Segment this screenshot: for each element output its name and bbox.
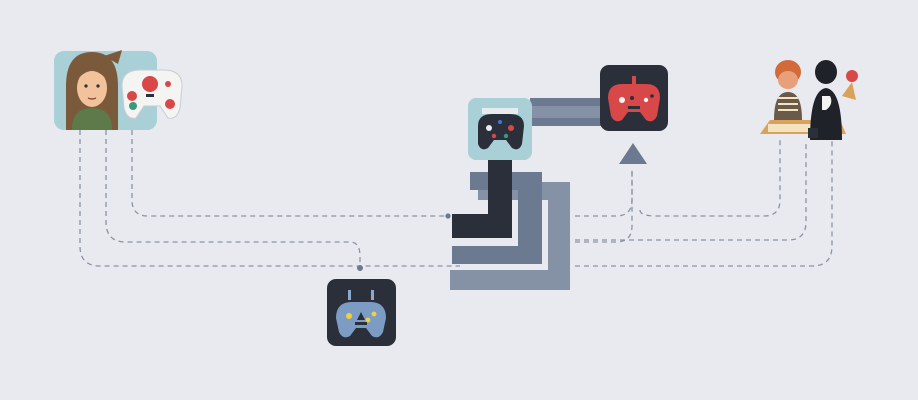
controller-icon xyxy=(121,69,183,119)
arrow-up-icon xyxy=(619,143,647,164)
game-controller-icon xyxy=(478,108,524,150)
dashed-connectors xyxy=(79,130,833,271)
node-controller-center[interactable] xyxy=(468,98,532,160)
dashed-path-right-3 xyxy=(639,140,781,217)
game-controller-icon xyxy=(608,76,660,122)
dashed-path-right-1 xyxy=(575,168,633,217)
node-controller-top-right[interactable] xyxy=(600,65,668,131)
person-icon xyxy=(66,50,122,130)
dashed-path-lower xyxy=(79,130,460,267)
node-user-left[interactable] xyxy=(54,50,183,130)
node-players-right[interactable] xyxy=(760,60,858,140)
junction-dot-bottom xyxy=(357,265,363,271)
dashed-path-right-2 xyxy=(575,168,633,243)
dashed-path-right-5 xyxy=(575,140,833,267)
game-controller-icon xyxy=(336,290,386,338)
node-controller-bottom[interactable] xyxy=(327,279,396,346)
pipe-light-outer xyxy=(450,182,570,290)
pipe-top-inner xyxy=(530,106,602,118)
two-players-icon xyxy=(760,60,858,140)
dashed-path-upper xyxy=(131,130,448,217)
pipe-dark-inner xyxy=(452,160,512,238)
pipe-connectors xyxy=(450,98,602,290)
pipe-slate-middle xyxy=(452,172,542,264)
dashed-path-right-4 xyxy=(575,140,807,241)
dashed-path-middle xyxy=(105,130,361,268)
junction-dot-left xyxy=(445,213,451,219)
